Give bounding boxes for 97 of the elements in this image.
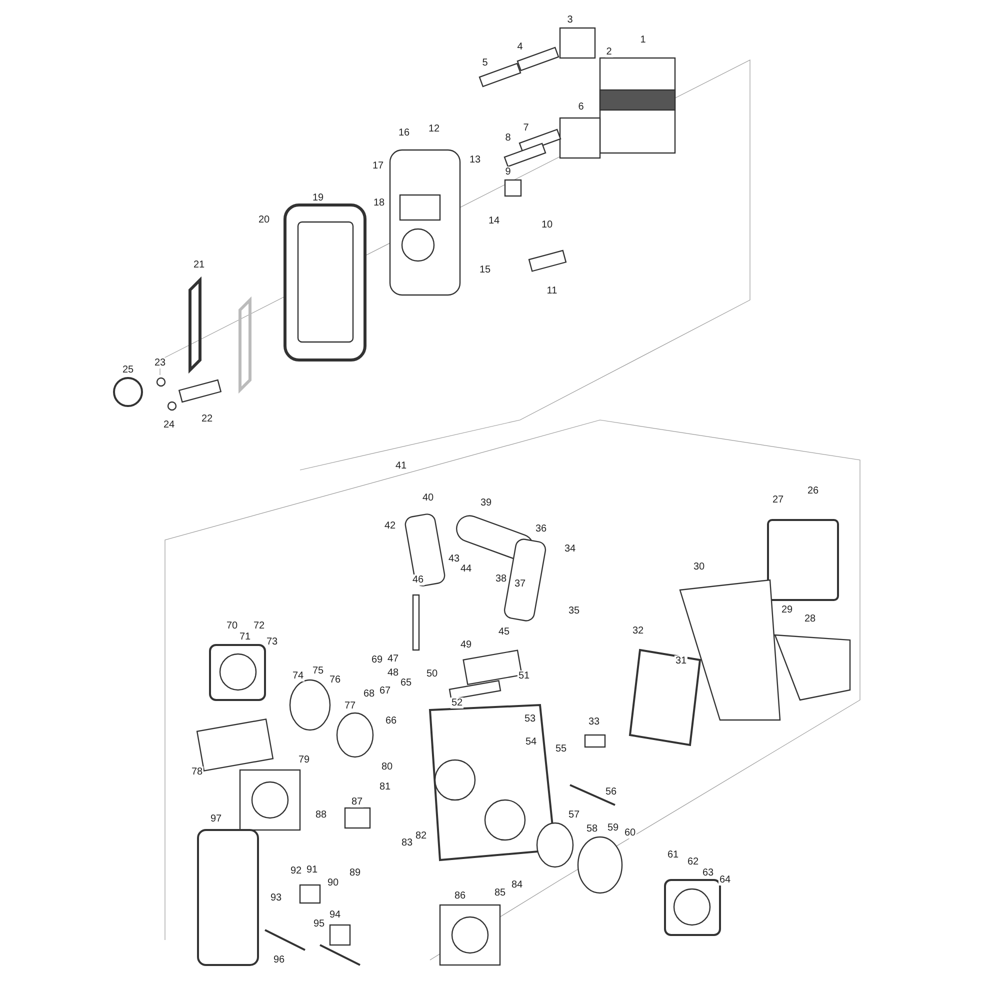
callout-number: 42: [383, 520, 397, 532]
callout-number: 30: [692, 562, 706, 572]
callout-number: 44: [459, 564, 473, 574]
callout-number: 78: [190, 766, 204, 778]
callout-number: 63: [701, 868, 715, 878]
callout-number: 67: [378, 686, 392, 696]
callout-number: 27: [771, 494, 785, 506]
callout-number: 45: [497, 626, 511, 638]
callout-number: 16: [397, 128, 411, 138]
callout-number: 77: [343, 700, 357, 712]
callout-number: 25: [121, 364, 135, 376]
callout-number: 40: [421, 492, 435, 504]
callout-number: 68: [362, 688, 376, 700]
callout-number: 88: [314, 810, 328, 820]
callout-number: 19: [311, 192, 325, 204]
callout-number: 46: [411, 574, 425, 586]
callout-number: 35: [567, 606, 581, 616]
callout-number: 47: [386, 654, 400, 664]
callout-number: 41: [394, 460, 408, 472]
callout-number: 65: [399, 678, 413, 688]
callout-number: 81: [378, 782, 392, 792]
callout-number: 18: [372, 198, 386, 208]
callout-number: 87: [350, 796, 364, 808]
callout-number: 73: [265, 636, 279, 648]
callout-number: 26: [806, 486, 820, 496]
callout-number: 4: [516, 42, 524, 52]
callout-number: 55: [554, 744, 568, 754]
callout-number: 2: [605, 46, 613, 58]
callout-number: 36: [534, 524, 548, 534]
callout-number: 1: [639, 34, 647, 46]
callout-number: 61: [666, 850, 680, 860]
callout-number: 21: [192, 260, 206, 270]
callout-number: 15: [478, 264, 492, 276]
callout-number: 32: [631, 626, 645, 636]
callout-number: 96: [272, 954, 286, 966]
callout-number: 6: [577, 102, 585, 112]
callout-number: 31: [674, 656, 688, 666]
callout-number: 91: [305, 864, 319, 876]
callout-number: 3: [566, 14, 574, 26]
callout-number: 72: [252, 620, 266, 632]
callout-number: 93: [269, 892, 283, 904]
callout-number: 33: [587, 716, 601, 728]
callout-number: 97: [209, 814, 223, 824]
callout-number: 58: [585, 824, 599, 834]
callout-number: 52: [450, 698, 464, 708]
callout-number: 74: [291, 670, 305, 682]
callout-number: 12: [427, 124, 441, 134]
callout-number: 7: [522, 122, 530, 134]
callout-number: 84: [510, 880, 524, 890]
callout-number: 56: [604, 786, 618, 798]
callout-number: 17: [371, 160, 385, 172]
callout-number: 82: [414, 830, 428, 842]
callout-number: 54: [524, 736, 538, 748]
callout-number: 14: [487, 216, 501, 226]
callout-number: 20: [257, 214, 271, 226]
callout-number: 89: [348, 868, 362, 878]
callout-number: 62: [686, 856, 700, 868]
callout-number: 83: [400, 838, 414, 848]
callout-number: 70: [225, 620, 239, 632]
callout-number: 86: [453, 890, 467, 902]
callout-number: 13: [468, 154, 482, 166]
callout-number: 85: [493, 888, 507, 898]
callout-number: 24: [162, 420, 176, 430]
callout-number: 37: [513, 578, 527, 590]
callout-number: 79: [297, 754, 311, 766]
callout-number: 10: [540, 220, 554, 230]
callout-number: 75: [311, 666, 325, 676]
callout-number: 28: [803, 614, 817, 624]
callout-number: 64: [718, 874, 732, 886]
callout-number: 34: [563, 544, 577, 554]
callout-number: 48: [386, 668, 400, 678]
callout-number: 51: [517, 670, 531, 682]
callout-number: 29: [780, 604, 794, 616]
callout-number: 59: [606, 822, 620, 834]
callout-number: 71: [238, 632, 252, 642]
callout-number: 11: [546, 286, 558, 296]
callout-number: 76: [328, 674, 342, 686]
callout-number: 94: [328, 910, 342, 920]
callout-number: 43: [447, 554, 461, 564]
callout-number: 60: [623, 828, 637, 838]
callout-number: 80: [380, 762, 394, 772]
callout-number: 22: [200, 414, 214, 424]
callout-number: 69: [370, 654, 384, 666]
callout-number: 95: [312, 918, 326, 930]
callout-number: 23: [153, 358, 167, 368]
callout-number: 66: [384, 716, 398, 726]
callout-number: 90: [326, 878, 340, 888]
callout-number: 57: [567, 810, 581, 820]
callout-number: 53: [523, 714, 537, 724]
callout-number: 9: [504, 166, 512, 178]
callout-number: 92: [289, 866, 303, 876]
callout-number: 39: [479, 498, 493, 508]
callout-number: 49: [459, 640, 473, 650]
callout-number: 8: [504, 132, 512, 144]
callout-number: 50: [425, 668, 439, 680]
callout-number: 5: [481, 58, 489, 68]
callout-number: 38: [494, 574, 508, 584]
